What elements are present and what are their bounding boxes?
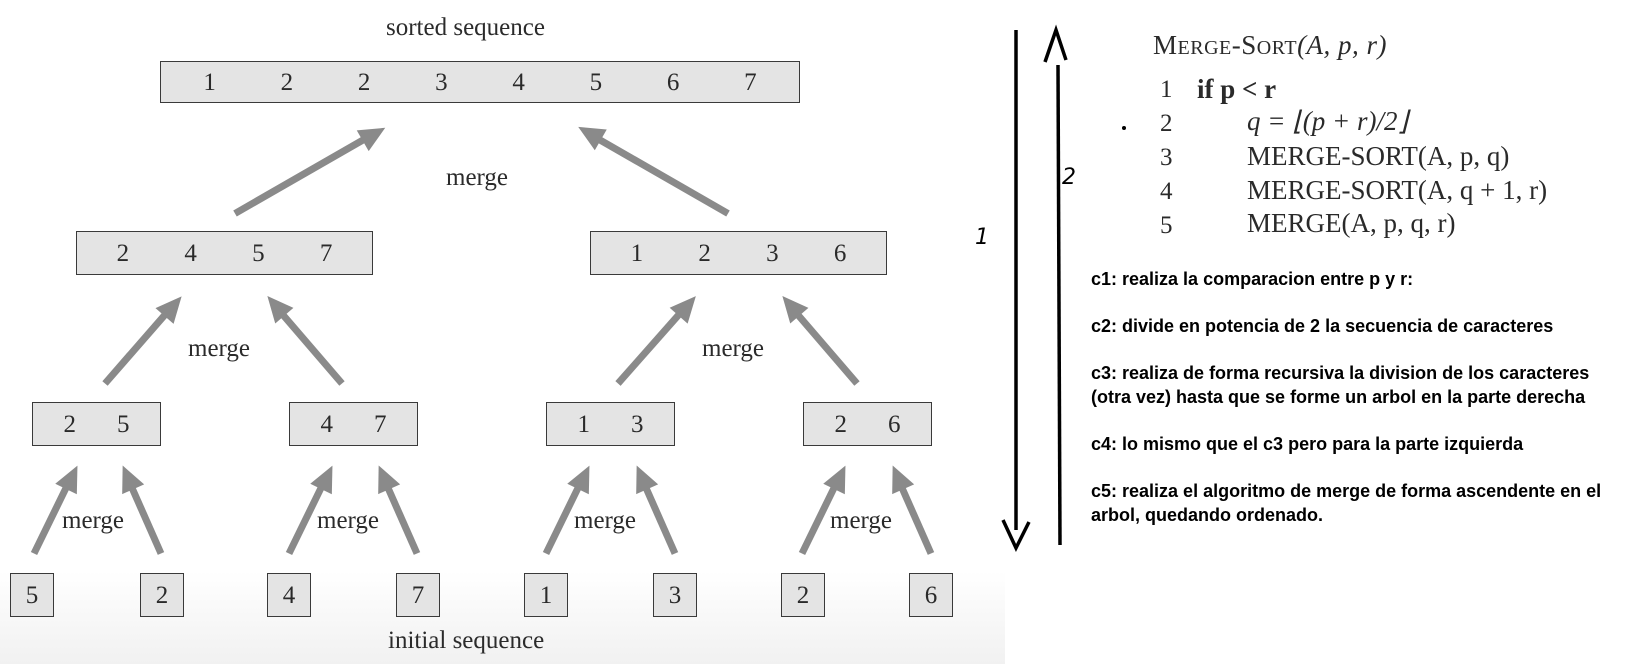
initial-element-box: 4 bbox=[267, 573, 311, 617]
pseudocode-text: MERGE-SORT(A, q + 1, r) bbox=[1247, 175, 1548, 205]
pseudocode-line-number: 1 bbox=[1160, 76, 1173, 103]
initial-sequence-caption: initial sequence bbox=[388, 627, 545, 654]
sequence-value: 4 bbox=[512, 68, 525, 96]
merged-box-left: 2 4 5 7 bbox=[76, 231, 373, 275]
sequence-value: 3 bbox=[766, 239, 779, 267]
sequence-value: 4 bbox=[184, 239, 197, 267]
sequence-value: 3 bbox=[435, 68, 448, 96]
merge-label: merge bbox=[62, 507, 125, 534]
note-c4: c4: lo mismo que el c3 pero para la part… bbox=[1091, 434, 1524, 454]
up-arrowhead-icon bbox=[1043, 24, 1068, 63]
note-c1: c1: realiza la comparacion entre p y r: bbox=[1091, 269, 1414, 289]
pseudocode-line-2: q = ⌊(p + r)/2⌋ bbox=[1247, 106, 1408, 137]
note-c5: c5: realiza el algoritmo de merge de for… bbox=[1091, 481, 1602, 525]
sequence-value: 2 bbox=[357, 68, 371, 96]
sequence-value: 6 bbox=[666, 68, 680, 96]
merge-label: merge bbox=[574, 507, 637, 534]
sequence-value: 3 bbox=[668, 581, 682, 609]
merge-sort-diagram-panel bbox=[0, 0, 1005, 664]
sequence-value: 6 bbox=[924, 581, 938, 609]
pseudocode-title: MERGE-SORT(A, p, r) bbox=[1153, 30, 1388, 60]
initial-element-box: 5 bbox=[10, 573, 54, 617]
sequence-value: 1 bbox=[203, 68, 216, 96]
pseudocode-line-number: 4 bbox=[1160, 178, 1173, 205]
merge-label: merge bbox=[830, 507, 893, 534]
initial-element-box: 2 bbox=[140, 573, 184, 617]
initial-element-box: 2 bbox=[781, 573, 825, 617]
down-arrowhead-icon bbox=[1001, 519, 1031, 553]
notes-list: c1: realiza la comparacion entre p y r: … bbox=[1091, 267, 1621, 550]
sequence-value: 7 bbox=[374, 410, 387, 438]
sequence-value: 3 bbox=[631, 410, 644, 438]
pseudocode-text: MERGE-SORT(A, p, q) bbox=[1247, 141, 1510, 171]
sequence-value: 4 bbox=[320, 410, 334, 438]
annotation-2: 2 bbox=[1062, 165, 1076, 190]
sequence-value: 7 bbox=[744, 68, 757, 96]
pseudocode-line-5: MERGE(A, p, q, r) bbox=[1247, 208, 1455, 239]
initial-element-box: 3 bbox=[653, 573, 697, 617]
pseudocode-line-1: if p < r bbox=[1197, 74, 1276, 105]
sequence-value: 5 bbox=[589, 68, 603, 96]
pseudocode-line-number: 2 bbox=[1160, 110, 1173, 137]
note-c3: c3: realiza de forma recursiva la divisi… bbox=[1091, 363, 1590, 407]
initial-element-box: 6 bbox=[909, 573, 953, 617]
note-c2: c2: divide en potencia de 2 la secuencia… bbox=[1091, 316, 1554, 336]
sequence-value: 2 bbox=[796, 581, 810, 609]
pseudocode-text: if p < r bbox=[1197, 74, 1277, 104]
sequence-value: 2 bbox=[155, 581, 169, 609]
merge-label: merge bbox=[317, 507, 380, 534]
merge-label: merge bbox=[446, 164, 509, 191]
sequence-value: 6 bbox=[833, 239, 847, 267]
sequence-value: 1 bbox=[577, 410, 591, 438]
sorted-sequence-caption: sorted sequence bbox=[386, 14, 545, 41]
sequence-value: 2 bbox=[834, 410, 848, 438]
pseudocode-line-number: 5 bbox=[1160, 212, 1173, 239]
sequence-value: 1 bbox=[630, 239, 644, 267]
sequence-value: 7 bbox=[411, 581, 425, 609]
pseudocode-line-3: MERGE-SORT(A, p, q) bbox=[1247, 141, 1509, 172]
sequence-value: 7 bbox=[319, 239, 333, 267]
merge-label: merge bbox=[188, 335, 251, 362]
sequence-value: 6 bbox=[888, 410, 901, 438]
bullet-mark bbox=[1122, 126, 1126, 130]
sequence-value: 4 bbox=[282, 581, 296, 609]
pseudocode-text: q = ⌊(p + r)/2⌋ bbox=[1247, 106, 1408, 136]
sequence-value: 5 bbox=[117, 410, 130, 438]
sequence-value: 5 bbox=[252, 239, 265, 267]
pseudocode-line-number: 3 bbox=[1160, 144, 1173, 171]
merged-box-right: 1 2 3 6 bbox=[590, 231, 887, 275]
up-arrow-line bbox=[1056, 64, 1062, 546]
sequence-value: 1 bbox=[539, 581, 553, 609]
sequence-value: 2 bbox=[698, 239, 711, 267]
sorted-sequence-box: 1 2 2 3 4 5 6 7 bbox=[160, 61, 800, 103]
sequence-value: 2 bbox=[116, 239, 130, 267]
initial-element-box: 1 bbox=[524, 573, 568, 617]
pseudocode-line-4: MERGE-SORT(A, q + 1, r) bbox=[1247, 175, 1547, 206]
annotation-1: 1 bbox=[975, 225, 989, 250]
sequence-value: 5 bbox=[25, 581, 39, 609]
merge-label: merge bbox=[702, 335, 765, 362]
pseudocode-text: MERGE(A, p, q, r) bbox=[1247, 208, 1456, 238]
sequence-value: 2 bbox=[63, 410, 77, 438]
initial-element-box: 7 bbox=[396, 573, 440, 617]
sequence-value: 2 bbox=[280, 68, 294, 96]
